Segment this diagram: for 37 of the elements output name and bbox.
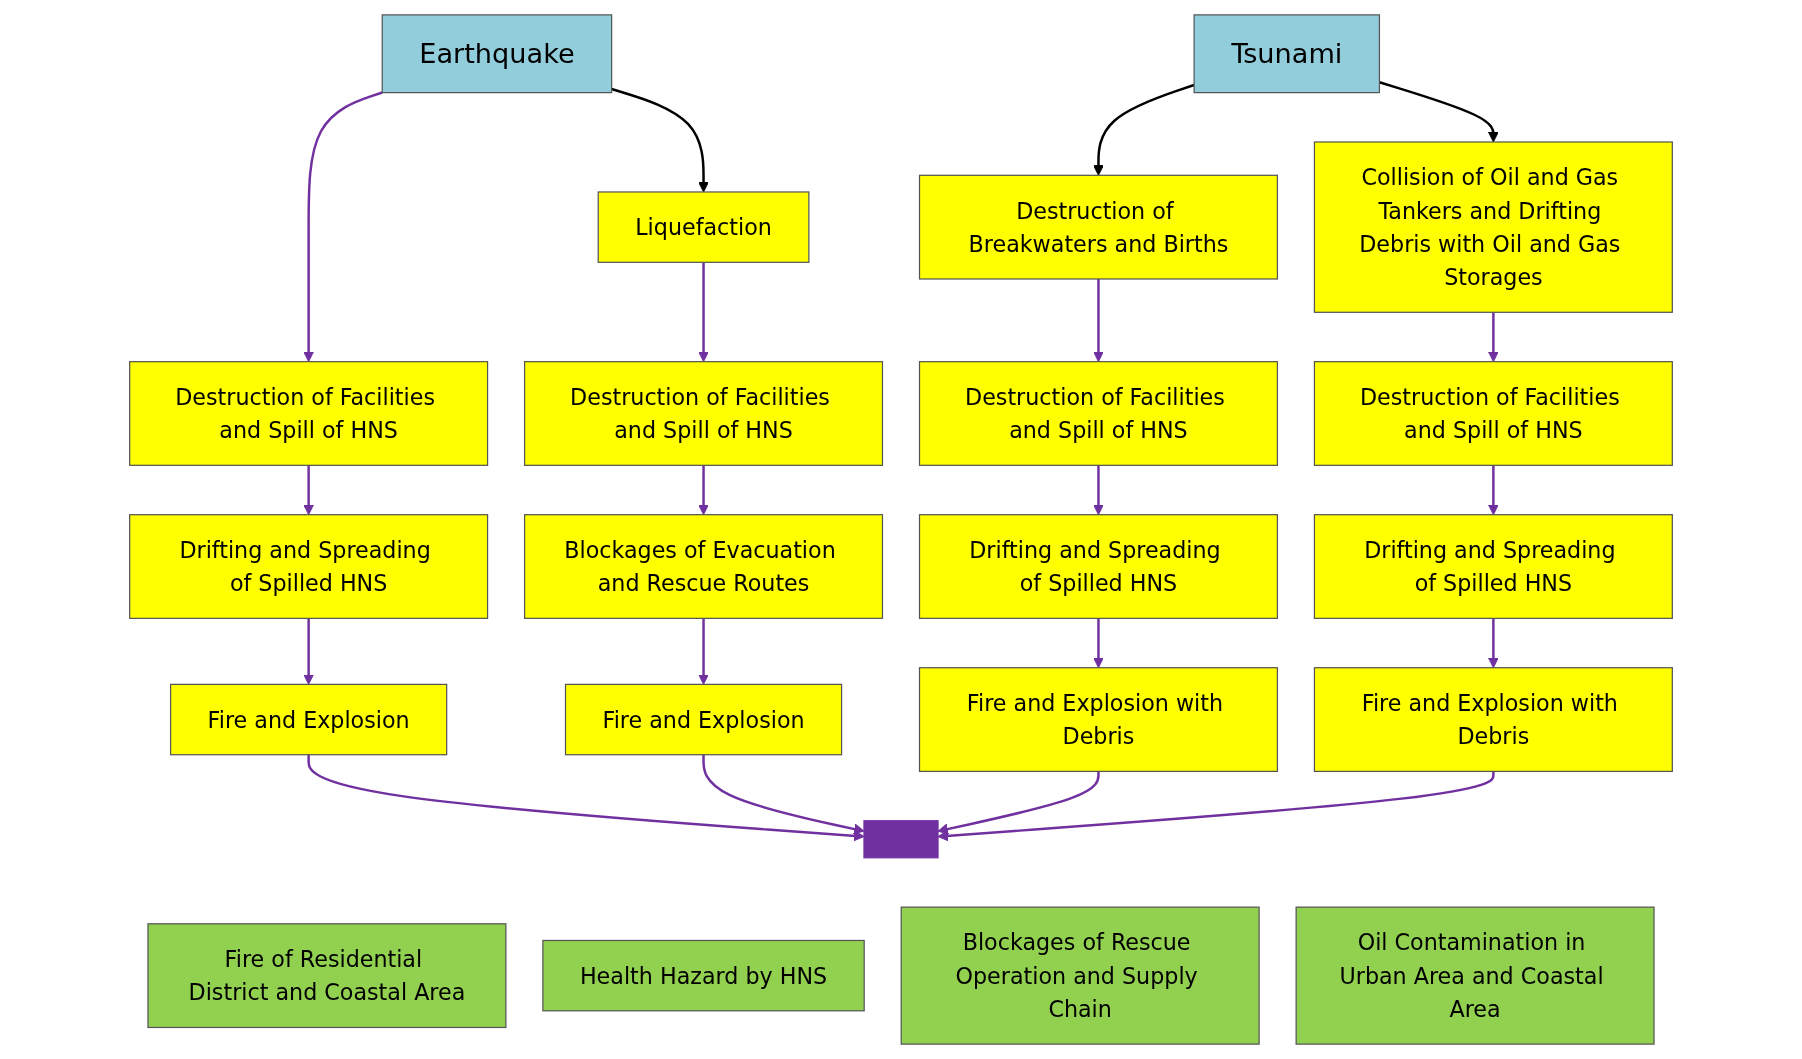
arrow: [1379, 81, 1499, 143]
node-box: Destruction of Facilities and Spill of HNS: [129, 361, 489, 466]
node-box: Liquefaction: [597, 191, 810, 263]
arrow: [1487, 618, 1499, 669]
arrow: [1093, 83, 1195, 176]
arrow: [698, 262, 709, 363]
node-box: Destruction of Facilities and Spill of HNS: [523, 361, 884, 466]
arrow: [1093, 618, 1104, 669]
arrow: [1093, 465, 1104, 516]
node-box: Fire of Residential District and Coastal Area: [147, 923, 507, 1029]
node-box: Fire and Explosion with Debris: [1313, 667, 1673, 772]
node-box: Destruction of Facilities and Spill of HNS: [918, 361, 1279, 466]
node-box: Collision of Oil and Gas Tankers and Drifting Debris with Oil and Gas Storages: [1313, 141, 1673, 313]
node-box: Drifting and Spreading of Spilled HNS: [1313, 514, 1673, 619]
arrow: [611, 87, 709, 193]
arrow: [1487, 312, 1499, 363]
arrow: [698, 618, 709, 685]
arrow: [303, 465, 315, 516]
node-box: Fire and Explosion: [564, 683, 843, 756]
node-box: Fire and Explosion: [169, 683, 448, 756]
arrow: [1487, 465, 1499, 516]
arrow: [698, 465, 709, 516]
node-box: Oil Contamination in Urban Area and Coastal Area: [1295, 906, 1655, 1045]
node-box: Health Hazard by HNS: [542, 939, 865, 1012]
node-bar: [863, 820, 939, 859]
node-box: Drifting and Spreading of Spilled HNS: [918, 514, 1279, 619]
node-box: Blockages of Evacuation and Rescue Routes: [523, 514, 884, 619]
arrow: [1093, 278, 1104, 363]
node-box: Destruction of Breakwaters and Births: [918, 174, 1279, 280]
node-box: Tsunami: [1193, 14, 1381, 94]
node-box: Blockages of Rescue Operation and Supply Chain: [900, 906, 1260, 1045]
node-box: Fire and Explosion with Debris: [918, 667, 1279, 772]
node-box: Drifting and Spreading of Spilled HNS: [129, 514, 489, 619]
arrow: [303, 618, 315, 685]
arrow: [303, 91, 383, 363]
node-box: Earthquake: [381, 14, 613, 94]
node-box: Destruction of Facilities and Spill of HNS: [1313, 361, 1673, 466]
